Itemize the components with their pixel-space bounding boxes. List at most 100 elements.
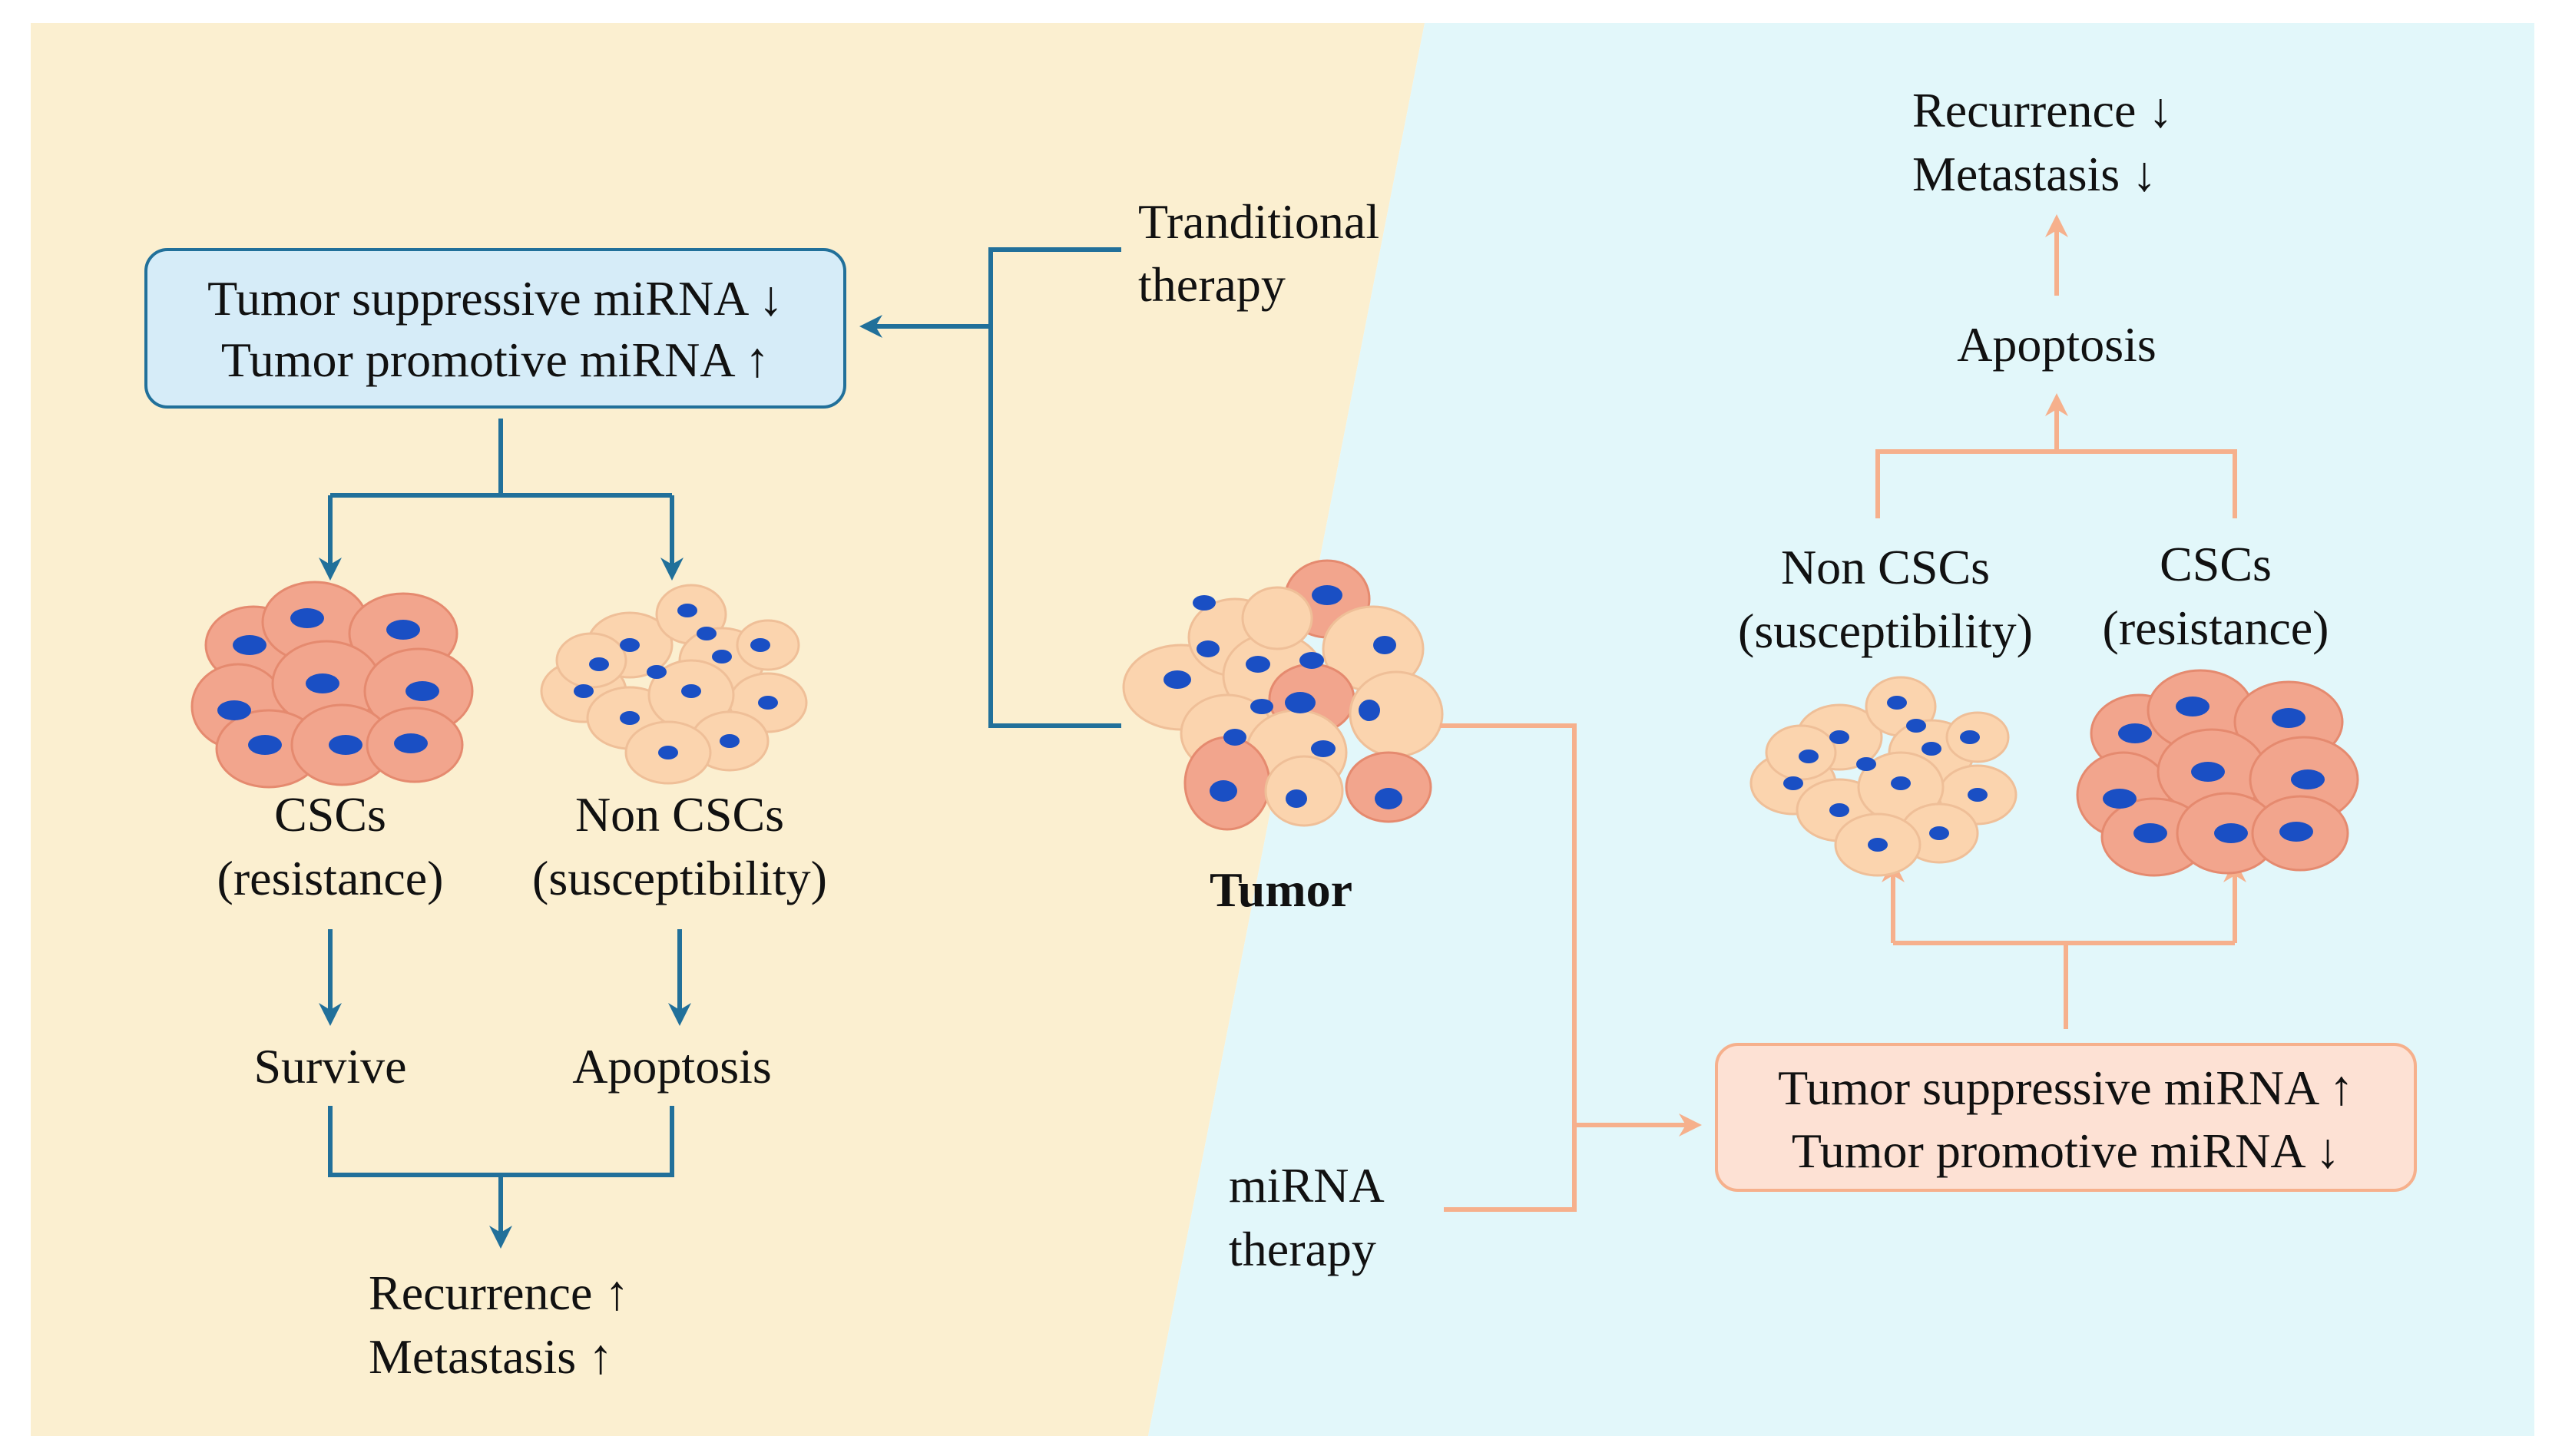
cell-nucleus: [1891, 776, 1911, 790]
non-csc-cell: [1264, 755, 1344, 827]
cell-nucleus: [758, 696, 778, 710]
right-noncscs-label-1: Non CSCs: [1781, 540, 1990, 594]
cell-nucleus: [1250, 699, 1273, 714]
left-noncscs-cell-cluster: [540, 584, 808, 785]
left-noncscs-label-2: (susceptibility): [532, 851, 827, 905]
left-box-line-2: Tumor promotive miRNA ↑: [221, 333, 770, 387]
cell-nucleus: [1960, 730, 1980, 744]
cell-nucleus: [2176, 697, 2209, 716]
cell-nucleus: [620, 638, 640, 652]
cell-nucleus: [2103, 789, 2137, 809]
traditional-therapy-connector: [859, 247, 1121, 728]
cell-nucleus: [1829, 730, 1849, 744]
left-noncscs-label-1: Non CSCs: [575, 787, 784, 842]
left-split-connector: [319, 419, 684, 581]
csc-cell: [1345, 751, 1432, 823]
cell-nucleus: [697, 627, 717, 640]
cell-nucleus: [750, 638, 770, 652]
tumor-cell-cluster: [1122, 559, 1444, 831]
cell-nucleus: [1922, 742, 1941, 756]
cell-nucleus: [2191, 762, 2225, 782]
cell-nucleus: [1197, 640, 1220, 657]
left-cscs-label-1: CSCs: [274, 787, 386, 842]
right-split-connector: [1882, 859, 2246, 1029]
traditional-therapy-label-1: Tranditional: [1138, 194, 1379, 249]
right-cscs-label-2: (resistance): [2103, 601, 2329, 655]
cell-nucleus: [1299, 652, 1324, 669]
cell-nucleus: [647, 665, 667, 679]
traditional-therapy-label-2: therapy: [1138, 257, 1286, 312]
cell-nucleus: [1359, 700, 1380, 721]
cell-nucleus: [1286, 789, 1307, 808]
cell-nucleus: [2279, 822, 2313, 842]
cell-nucleus: [620, 711, 640, 725]
right-outcome-line-1: Recurrence ↓: [1912, 83, 2173, 137]
cell-nucleus: [405, 681, 439, 701]
left-cscs-cell-cluster: [190, 581, 474, 789]
cell-nucleus: [1311, 740, 1336, 757]
cell-nucleus: [712, 650, 732, 663]
cell-nucleus: [1375, 788, 1402, 809]
cell-nucleus: [658, 746, 678, 759]
cell-nucleus: [1783, 776, 1803, 790]
cell-nucleus: [1829, 803, 1849, 817]
right-noncscs-cell-cluster: [1749, 676, 2017, 877]
cell-nucleus: [677, 604, 697, 617]
cell-nucleus: [1246, 656, 1270, 673]
non-csc-cell: [1241, 586, 1313, 650]
cell-nucleus: [217, 700, 251, 720]
left-outcome-line-2: Metastasis ↑: [369, 1329, 613, 1384]
cell-nucleus: [1285, 692, 1316, 713]
cell-nucleus: [248, 735, 282, 755]
cell-nucleus: [1210, 780, 1237, 802]
right-cscs-cell-cluster: [2076, 669, 2359, 877]
cell-nucleus: [394, 733, 428, 753]
mirna-therapy-connector: [1440, 723, 1702, 1212]
mirna-therapy-label-1: miRNA: [1229, 1158, 1385, 1213]
cell-nucleus: [1799, 750, 1819, 763]
right-box-line-1: Tumor suppressive miRNA ↑: [1778, 1061, 2354, 1115]
cell-nucleus: [233, 635, 266, 655]
left-cscs-label-2: (resistance): [217, 851, 444, 905]
cell-nucleus: [386, 620, 420, 640]
left-box-line-1: Tumor suppressive miRNA ↓: [207, 271, 783, 326]
cell-nucleus: [1868, 838, 1888, 852]
cell-nucleus: [2118, 723, 2152, 743]
cell-nucleus: [1887, 696, 1907, 710]
cell-nucleus: [681, 684, 701, 698]
cell-nucleus: [1193, 595, 1216, 611]
left-apoptosis-label: Apoptosis: [572, 1039, 772, 1094]
left-merge-connector: [328, 1106, 674, 1249]
right-cscs-label-1: CSCs: [2160, 537, 2272, 591]
right-outcome-line-2: Metastasis ↓: [1912, 147, 2157, 201]
right-apoptosis-label: Apoptosis: [1957, 317, 2157, 372]
cell-nucleus: [574, 684, 594, 698]
right-box-line-2: Tumor promotive miRNA ↓: [1792, 1123, 2340, 1178]
cell-nucleus: [1312, 585, 1342, 605]
right-merge-connector: [1875, 393, 2237, 518]
right-noncscs-label-2: (susceptibility): [1738, 604, 2033, 658]
cell-nucleus: [329, 735, 362, 755]
cell-nucleus: [1929, 826, 1949, 840]
cell-nucleus: [2272, 708, 2305, 728]
cell-nucleus: [306, 673, 339, 693]
cell-nucleus: [2291, 769, 2325, 789]
cell-nucleus: [1968, 788, 1988, 802]
left-survive-label: Survive: [253, 1039, 406, 1094]
cell-nucleus: [1223, 729, 1246, 746]
left-mirna-status-box: Tumor suppressive miRNA ↓ Tumor promotiv…: [144, 248, 846, 409]
cell-nucleus: [2133, 823, 2167, 843]
cell-nucleus: [1906, 719, 1926, 733]
cell-nucleus: [720, 734, 740, 748]
cell-nucleus: [589, 657, 609, 671]
cell-nucleus: [1856, 757, 1876, 771]
cell-nucleus: [1163, 670, 1191, 689]
left-outcome-line-1: Recurrence ↑: [369, 1266, 629, 1320]
cell-nucleus: [2214, 823, 2248, 843]
mirna-therapy-label-2: therapy: [1229, 1222, 1376, 1276]
right-mirna-status-box: Tumor suppressive miRNA ↑ Tumor promotiv…: [1715, 1043, 2417, 1192]
tumor-label: Tumor: [1210, 862, 1352, 917]
left-fate-arrows: [319, 929, 691, 1026]
cell-nucleus: [290, 608, 324, 628]
